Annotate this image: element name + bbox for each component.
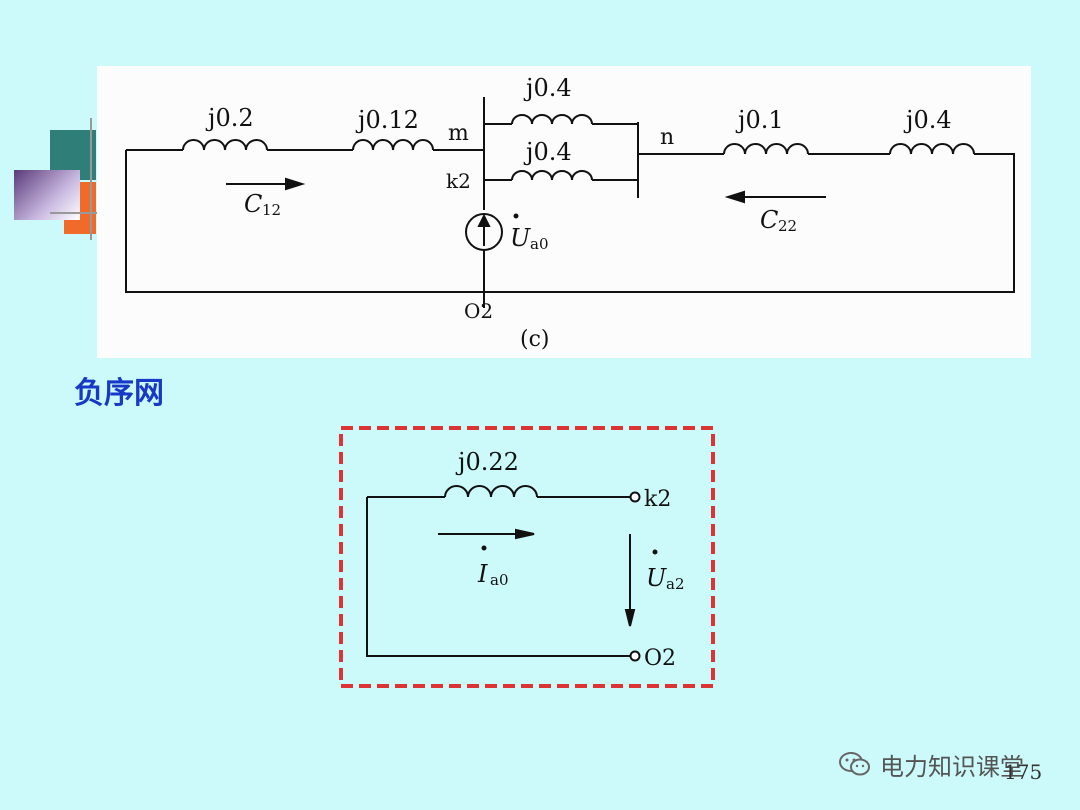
label-j0.2: j0.2 — [205, 104, 254, 132]
coil-j0.4-bottom — [511, 170, 593, 181]
terminal-o2 — [629, 650, 641, 662]
label-terminal-k2: k2 — [644, 487, 671, 512]
label-j0.22: j0.22 — [455, 448, 519, 476]
terminal-k2 — [629, 491, 641, 503]
label-j0.4-top: j0.4 — [523, 74, 572, 102]
wire-left-loop — [125, 150, 484, 293]
wire-right-loop — [484, 153, 1015, 293]
label-current-c12: C — [244, 190, 262, 218]
decor-horizontal-line — [50, 212, 102, 214]
label-current-ia0-sub: a0 — [490, 571, 509, 589]
current-arrow-right-head — [724, 190, 745, 204]
voltage-arrow-head — [624, 609, 636, 627]
voltage-dot — [652, 549, 658, 555]
current-arrow-bottom-head — [515, 528, 535, 540]
label-current-c22: C — [760, 206, 778, 234]
label-j0.1: j0.1 — [735, 106, 784, 134]
source-dot — [513, 213, 519, 219]
label-voltage-ua2: U — [646, 564, 667, 592]
label-caption-c: (c) — [520, 327, 550, 352]
label-current-c12-sub: 12 — [262, 201, 281, 219]
coil-j0.4-top — [511, 114, 593, 125]
coil-j0.4-right — [889, 143, 975, 155]
watermark: 电力知识课堂 — [838, 746, 1024, 782]
source-arrow-head — [477, 213, 491, 227]
decor-purple-square — [14, 170, 80, 220]
label-node-o2: O2 — [464, 299, 493, 323]
decor-vertical-line — [90, 118, 92, 240]
watermark-text: 电力知识课堂 — [880, 752, 1024, 781]
coil-j0.2 — [182, 139, 268, 151]
label-source-ua0: U — [510, 224, 531, 252]
label-j0.12: j0.12 — [355, 106, 419, 134]
current-arrow-left-head — [285, 177, 306, 191]
page-number: 175 — [1004, 760, 1043, 784]
label-current-c22-sub: 22 — [778, 217, 797, 235]
wechat-icon — [839, 752, 870, 776]
coil-j0.12 — [352, 139, 434, 151]
label-j0.4-right: j0.4 — [903, 106, 952, 134]
label-terminal-o2: O2 — [644, 646, 676, 671]
section-title: 负序网 — [74, 376, 164, 411]
label-node-k2: k2 — [446, 169, 471, 193]
label-current-ia0: I — [477, 560, 488, 588]
dashed-frame — [339, 426, 715, 688]
current-dot — [481, 545, 487, 551]
coil-j0.1 — [723, 143, 809, 155]
label-source-ua0-sub: a0 — [530, 235, 549, 253]
label-node-m: m — [448, 121, 469, 146]
label-node-n: n — [660, 125, 674, 150]
label-j0.4-bottom: j0.4 — [523, 138, 572, 166]
label-voltage-ua2-sub: a2 — [666, 575, 685, 593]
wire-bottom-left — [366, 497, 630, 657]
coil-j0.22 — [444, 485, 538, 498]
